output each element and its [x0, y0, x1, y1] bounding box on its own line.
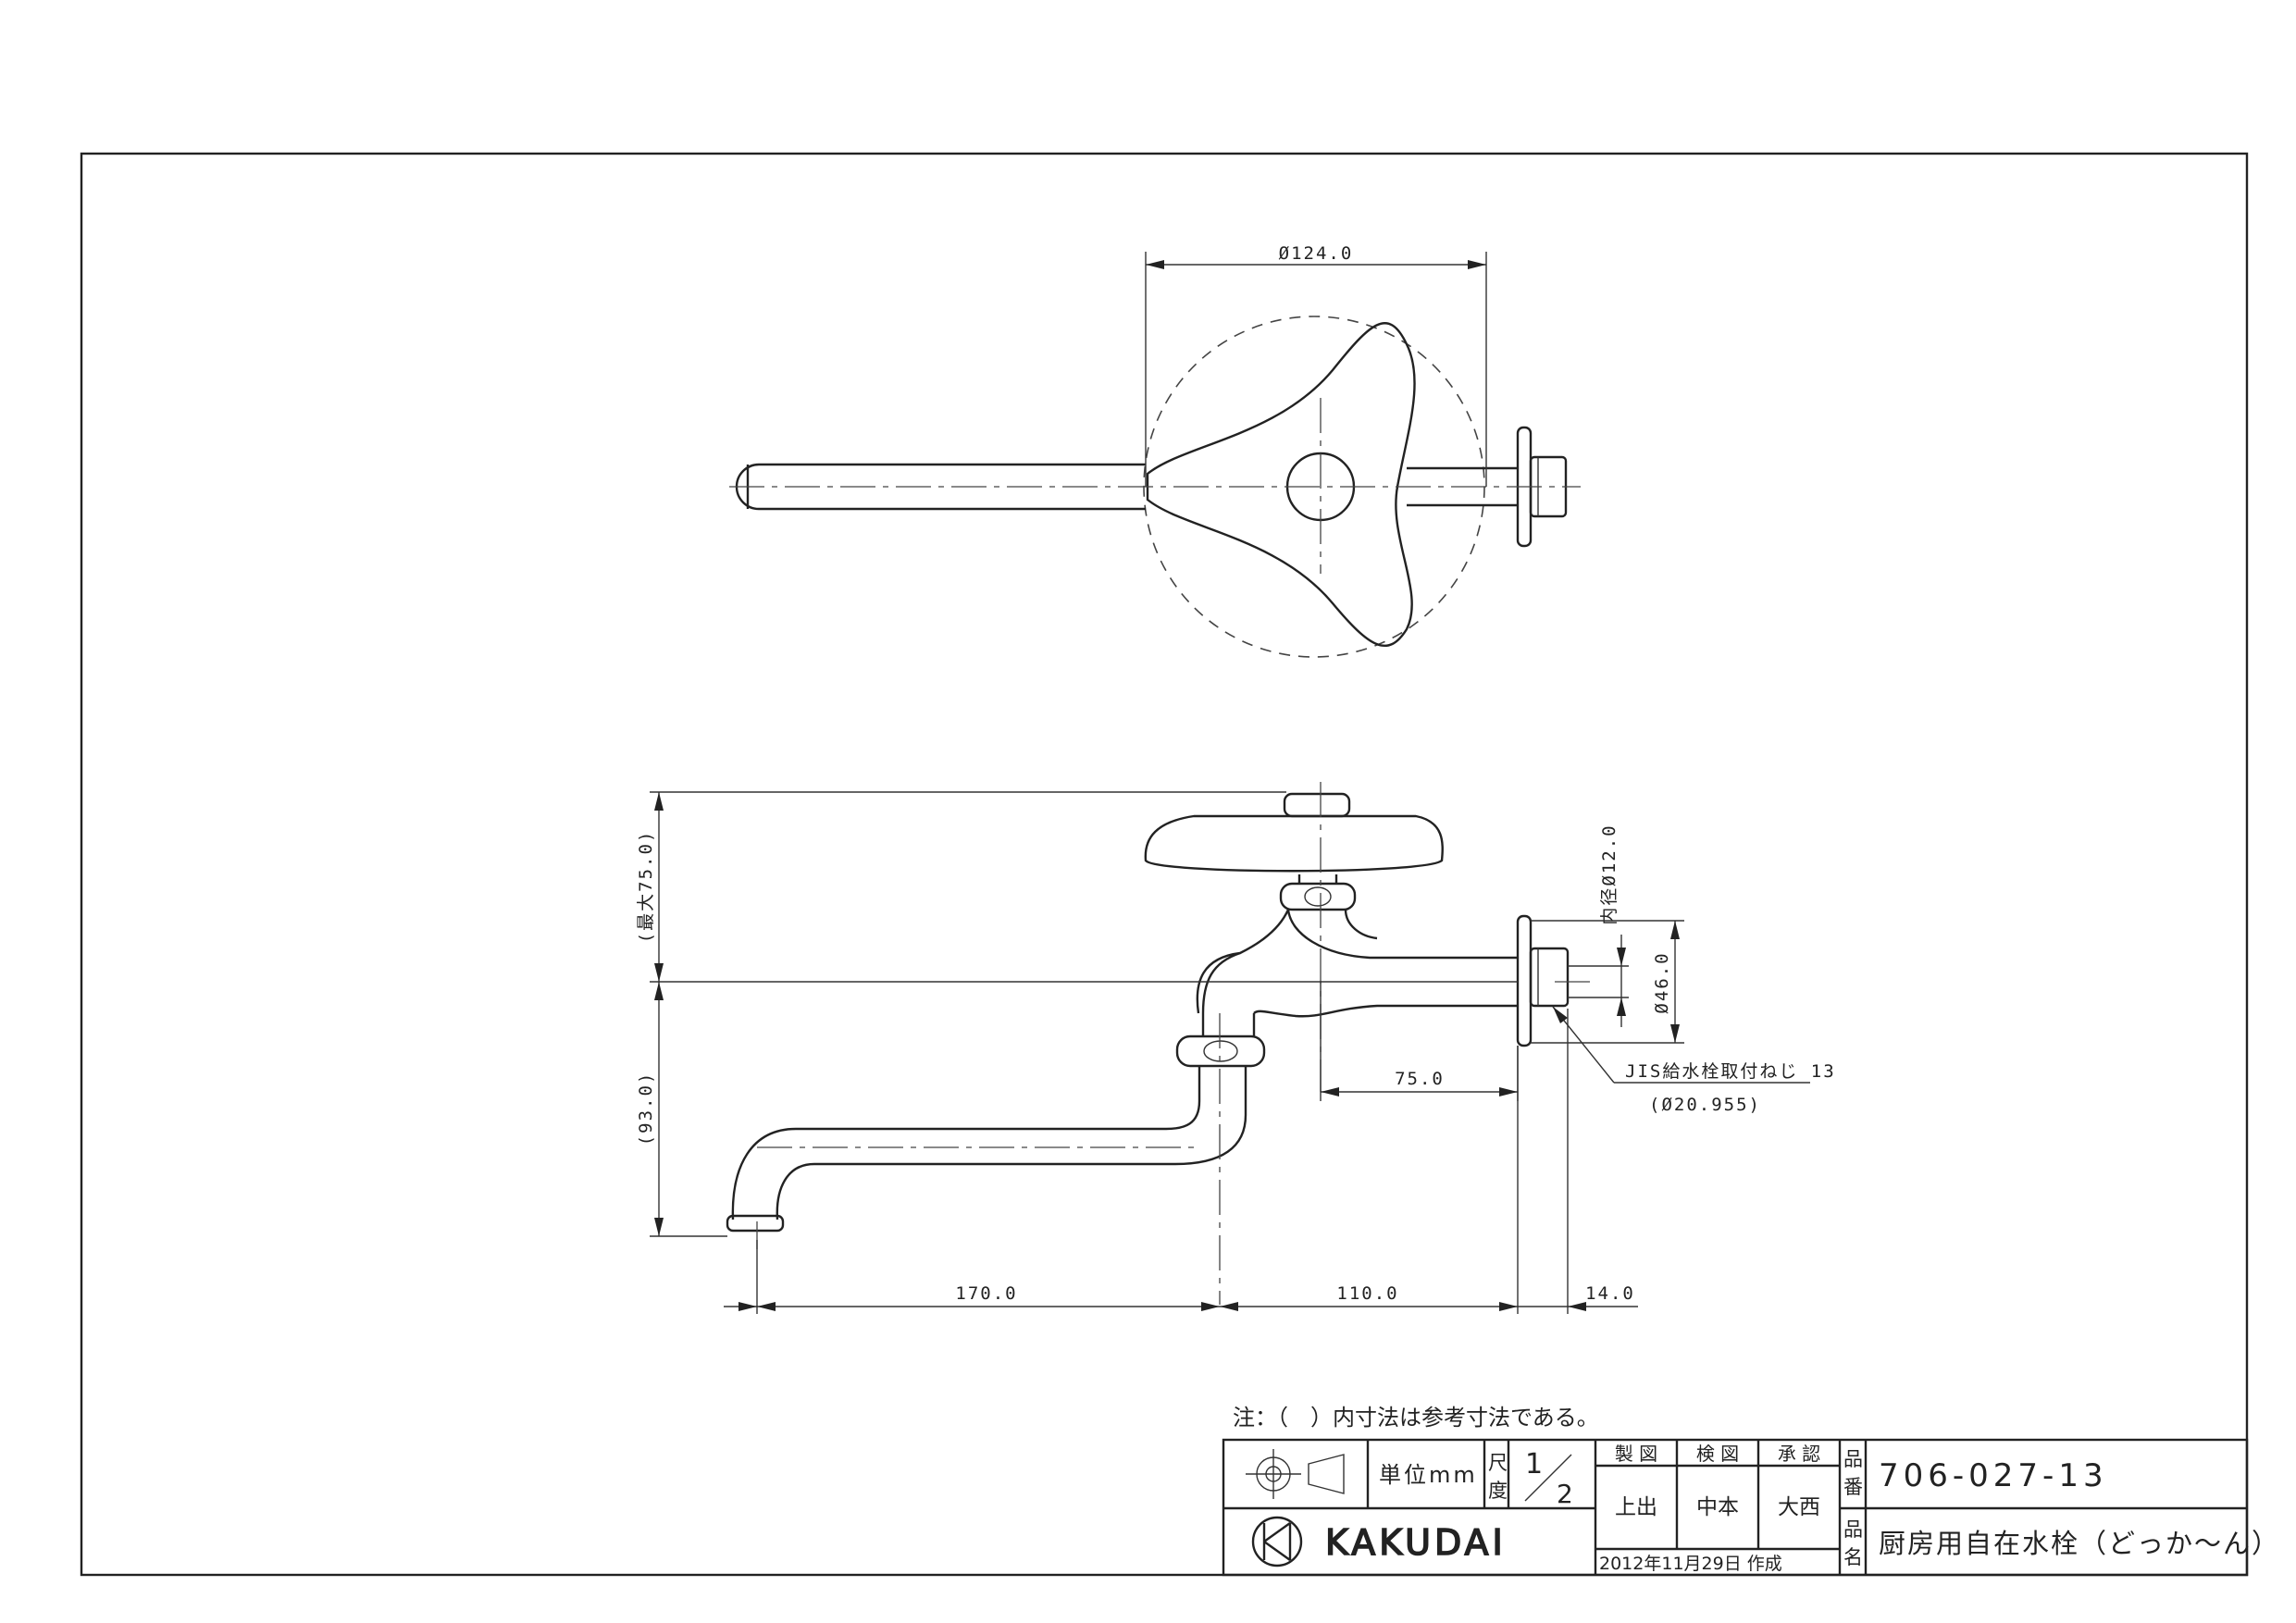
dim-thread-14: 14.0 [1585, 1283, 1635, 1304]
side-flange [1516, 914, 1533, 1047]
kakudai-logo: KAKUDAI [1251, 1516, 1507, 1567]
product-number: 706-027-13 [1879, 1457, 2108, 1494]
brand-name: KAKUDAI [1325, 1522, 1507, 1563]
drawing-frame [80, 152, 2249, 1577]
name-approve: 大西 [1778, 1495, 1820, 1519]
dim-thread-diameter: (Ø20.955) [1649, 1095, 1761, 1115]
side-view: (最大75.0) (93.0) 内径Ø12.0 Ø46.0 JIS給水栓取付ねじ… [636, 782, 1836, 1314]
scale-denominator: 2 [1557, 1479, 1573, 1509]
dim-offset-75: 75.0 [1395, 1069, 1445, 1089]
name-check: 中本 [1696, 1495, 1739, 1519]
dim-height-93: (93.0) [636, 1072, 656, 1146]
dim-inner-diameter: 内径Ø12.0 [1599, 824, 1620, 924]
product-name: 厨房用自在水栓（どっか〜ん） [1879, 1528, 2280, 1559]
unit-label: 単位mm [1379, 1462, 1478, 1488]
dim-flange-diameter: Ø46.0 [1652, 951, 1672, 1013]
top-handle [1146, 322, 1416, 647]
title-block: 単位mm 尺 度 1 2 製 図 検 図 承 認 上出 中本 大西 2012年1… [1222, 1438, 2280, 1577]
product-name-label-1: 品 [1843, 1518, 1863, 1541]
dim-thread-spec: JIS給水栓取付ねじ 13 [1625, 1061, 1836, 1082]
side-handle-top [1283, 792, 1351, 818]
dim-body-110: 110.0 [1336, 1283, 1398, 1304]
header-approve: 承 認 [1778, 1443, 1820, 1465]
dim-max-height: (最大75.0) [636, 830, 656, 944]
header-check: 検 図 [1696, 1443, 1739, 1465]
side-spout-tip [726, 1214, 785, 1233]
side-spout [731, 1066, 1247, 1220]
dim-spout-170: 170.0 [955, 1283, 1017, 1304]
projection-symbol-icon [1246, 1449, 1345, 1499]
reference-note: 注：（ ）内寸法は参考寸法である。 [1233, 1405, 1599, 1431]
header-made: 製 図 [1615, 1443, 1657, 1465]
side-stem-nut [1279, 882, 1357, 911]
product-name-label-2: 名 [1843, 1546, 1863, 1568]
product-number-label-1: 品 [1843, 1448, 1863, 1470]
drawing-date: 2012年11月29日 作成 [1599, 1554, 1782, 1574]
side-thread [1529, 947, 1570, 1008]
side-handle [1144, 814, 1444, 873]
top-view: Ø124.0 [729, 243, 1581, 658]
side-body [1196, 909, 1518, 1018]
product-number-label-2: 番 [1843, 1476, 1863, 1498]
scale-label-2: 度 [1488, 1480, 1508, 1502]
name-made: 上出 [1615, 1495, 1657, 1519]
scale-numerator: 1 [1525, 1448, 1543, 1481]
side-swivel-nut [1175, 1035, 1266, 1068]
scale-label-1: 尺 [1488, 1452, 1508, 1474]
dim-handle-diameter: Ø124.0 [1279, 243, 1354, 264]
